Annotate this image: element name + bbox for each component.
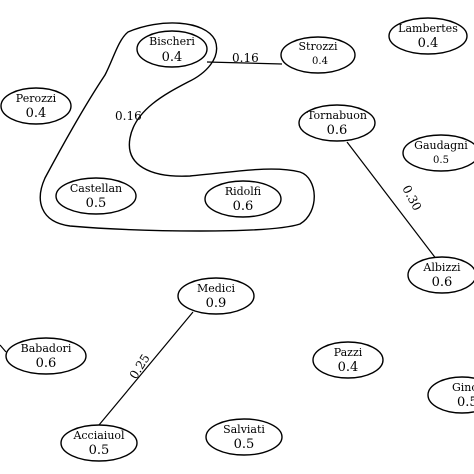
node-value: 0.6 <box>327 123 348 138</box>
edge-label-medici-acciaiuol: 0.25 <box>127 352 153 382</box>
node-name: Babadori <box>21 342 72 355</box>
node-babadori[interactable]: Babadori 0.6 <box>5 337 87 375</box>
node-name: Castellan <box>70 182 122 195</box>
node-pazzi[interactable]: Pazzi 0.4 <box>312 341 384 379</box>
node-value: 0.6 <box>233 199 254 214</box>
group-hull-bischeri-castellan-ridolfi <box>39 22 315 232</box>
node-value: 0.4 <box>418 36 439 51</box>
node-value: 0.5 <box>433 155 449 166</box>
node-name: Tornabuon <box>307 109 367 122</box>
node-gaudagni[interactable]: Gaudagni 0.5 <box>402 134 474 172</box>
node-salviati[interactable]: Salviati 0.5 <box>205 418 283 456</box>
node-name: Bischeri <box>149 35 195 48</box>
node-name: Albizzi <box>422 261 461 274</box>
node-name: Perozzi <box>16 92 57 105</box>
node-value: 0.4 <box>26 106 47 121</box>
node-value: 0.5 <box>86 196 107 211</box>
node-name: Salviati <box>223 423 265 436</box>
node-ridolfi[interactable]: Ridolfi 0.6 <box>204 180 282 218</box>
node-name: Medici <box>197 282 235 295</box>
node-name: Pazzi <box>334 346 363 359</box>
node-value: 0.4 <box>338 360 359 375</box>
node-value: 0.4 <box>162 50 183 65</box>
node-lambertes[interactable]: Lambertes 0.4 <box>388 17 468 55</box>
node-medici[interactable]: Medici 0.9 <box>177 277 255 315</box>
node-gino[interactable]: Gino 0.5 <box>427 376 474 414</box>
node-perozzi[interactable]: Perozzi 0.4 <box>0 87 72 125</box>
node-acciaiuol[interactable]: Acciaiuol 0.5 <box>60 424 138 462</box>
node-bischeri[interactable]: Bischeri 0.4 <box>136 30 208 68</box>
node-castellan[interactable]: Castellan 0.5 <box>55 177 137 215</box>
node-name: Acciaiuol <box>72 429 125 442</box>
node-name: Gino <box>452 381 474 394</box>
node-value: 0.5 <box>234 437 255 452</box>
node-albizzi[interactable]: Albizzi 0.6 <box>407 256 474 294</box>
node-value: 0.5 <box>89 443 110 458</box>
node-strozzi[interactable]: Strozzi 0.4 <box>280 36 356 74</box>
node-name: Strozzi <box>299 40 338 53</box>
node-value: 0.9 <box>206 296 227 311</box>
edge-medici-acciaiuol <box>98 311 194 426</box>
group-label: 0.16 <box>115 109 142 123</box>
node-value: 0.4 <box>312 56 328 67</box>
edge-label-bischeri-strozzi: 0.16 <box>232 51 259 65</box>
node-name: Gaudagni <box>414 139 468 152</box>
node-name: Ridolfi <box>225 185 262 198</box>
node-name: Lambertes <box>398 22 458 35</box>
node-value: 0.6 <box>432 275 453 290</box>
node-value: 0.5 <box>457 395 474 410</box>
node-tornabuon[interactable]: Tornabuon 0.6 <box>298 104 376 142</box>
edge-bischeri-strozzi <box>206 61 283 65</box>
edge-babadori-offscreen <box>0 344 7 353</box>
edge-tornabuon-albizzi <box>346 141 438 261</box>
node-value: 0.6 <box>36 356 57 371</box>
edge-label-tornabuon-albizzi: 0.30 <box>399 183 424 213</box>
